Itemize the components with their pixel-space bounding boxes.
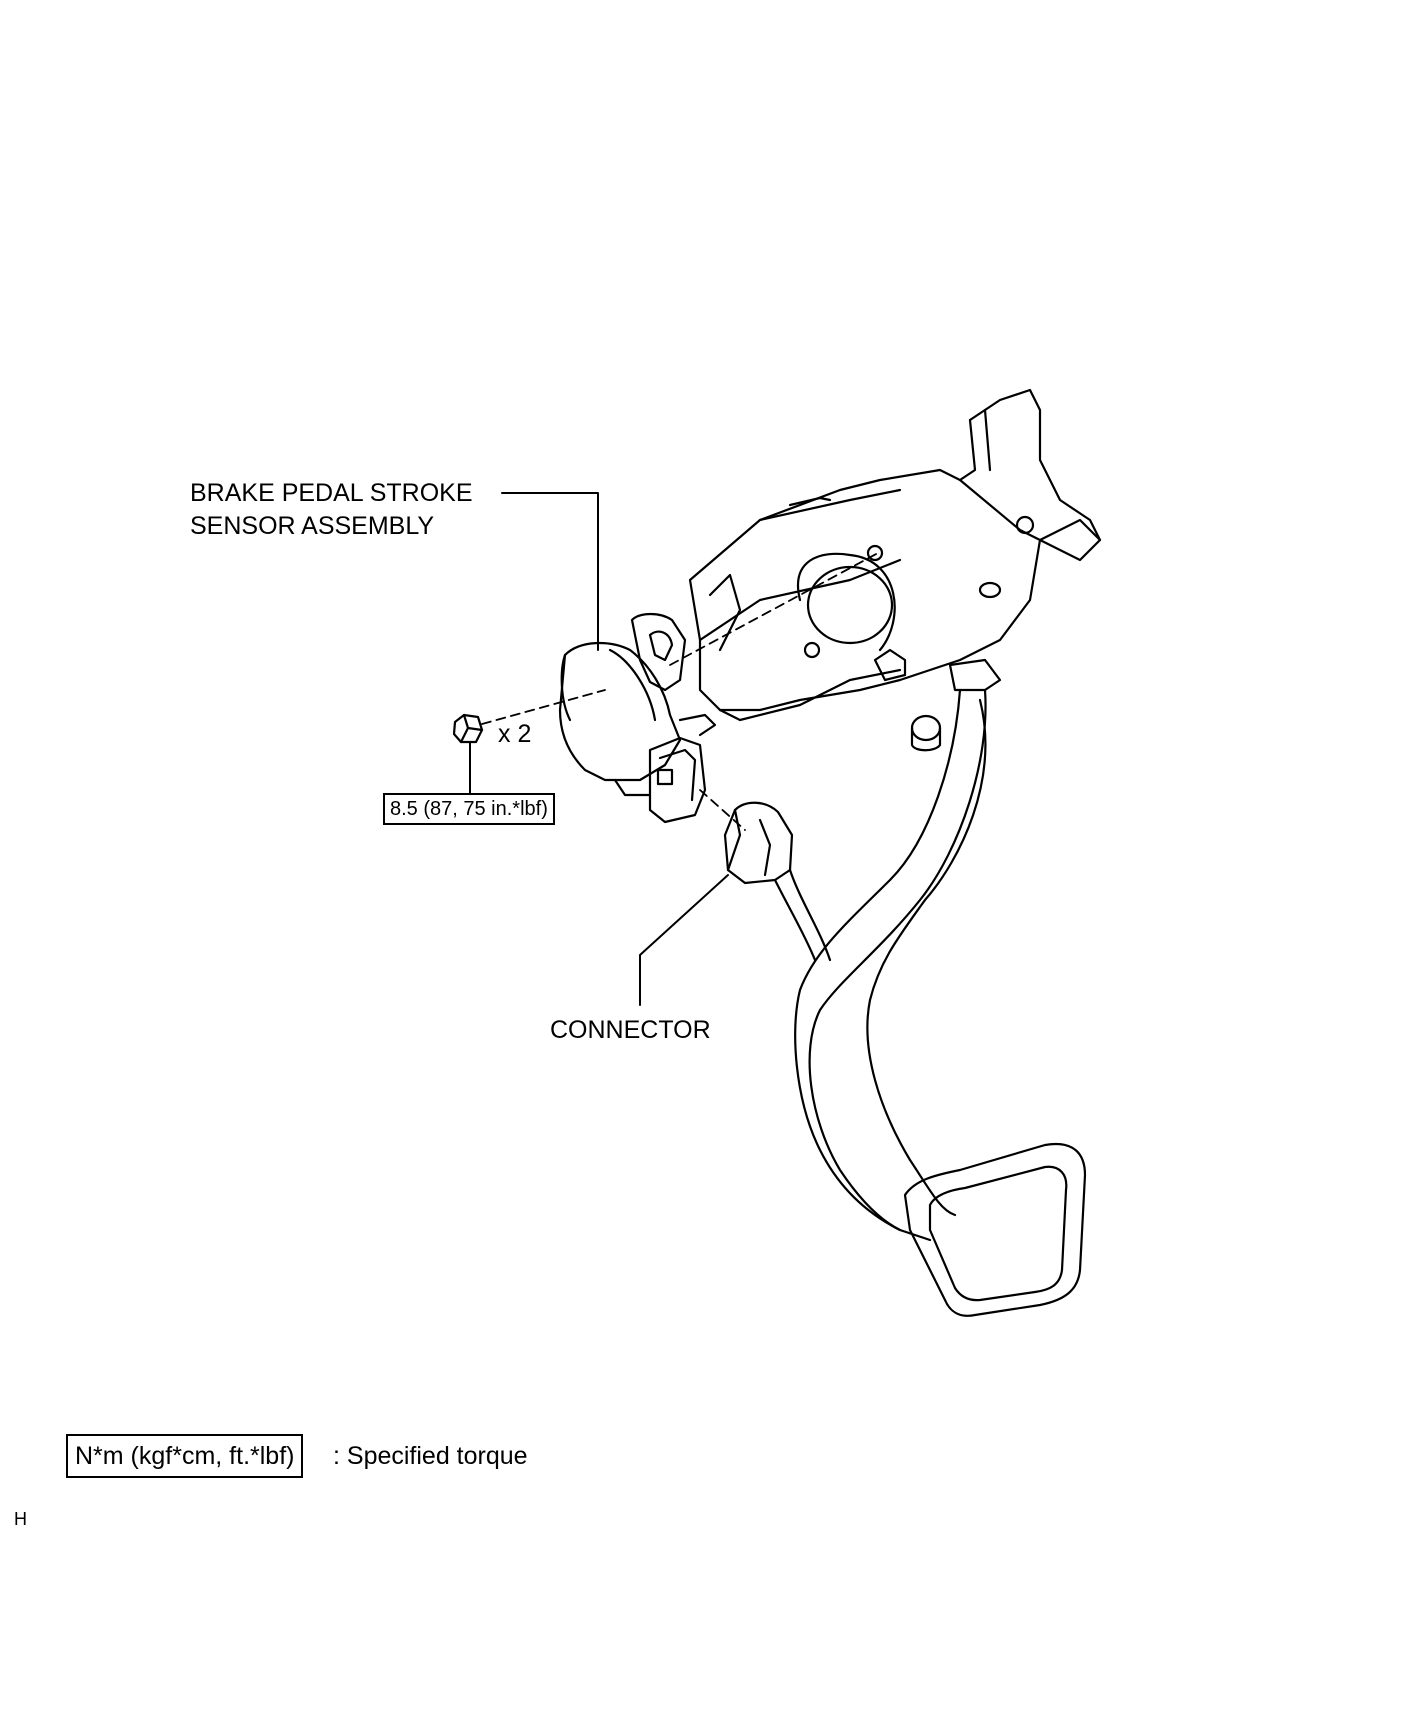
torque-value-box: 8.5 (87, 75 in.*lbf)	[383, 793, 555, 825]
figure-code: H	[14, 1509, 27, 1529]
torque-legend-description: : Specified torque	[333, 1442, 528, 1470]
bolt	[452, 713, 484, 744]
bolt-count-label: x 2	[498, 720, 532, 748]
torque-unit-box: N*m (kgf*cm, ft.*lbf)	[66, 1434, 304, 1478]
pedal-arm	[794, 688, 987, 1242]
stroke-sensor-body	[558, 612, 717, 824]
harness-connector	[723, 801, 832, 962]
pedal-bracket	[688, 388, 1102, 722]
connector-label: CONNECTOR	[550, 1016, 711, 1044]
assembly-guide-lines	[481, 552, 879, 831]
sensor-label-line2: SENSOR ASSEMBLY	[190, 512, 435, 540]
pedal-pad	[903, 1142, 1087, 1317]
sensor-label-line1: BRAKE PEDAL STROKE	[190, 479, 473, 507]
leader-lines	[469, 492, 729, 1006]
